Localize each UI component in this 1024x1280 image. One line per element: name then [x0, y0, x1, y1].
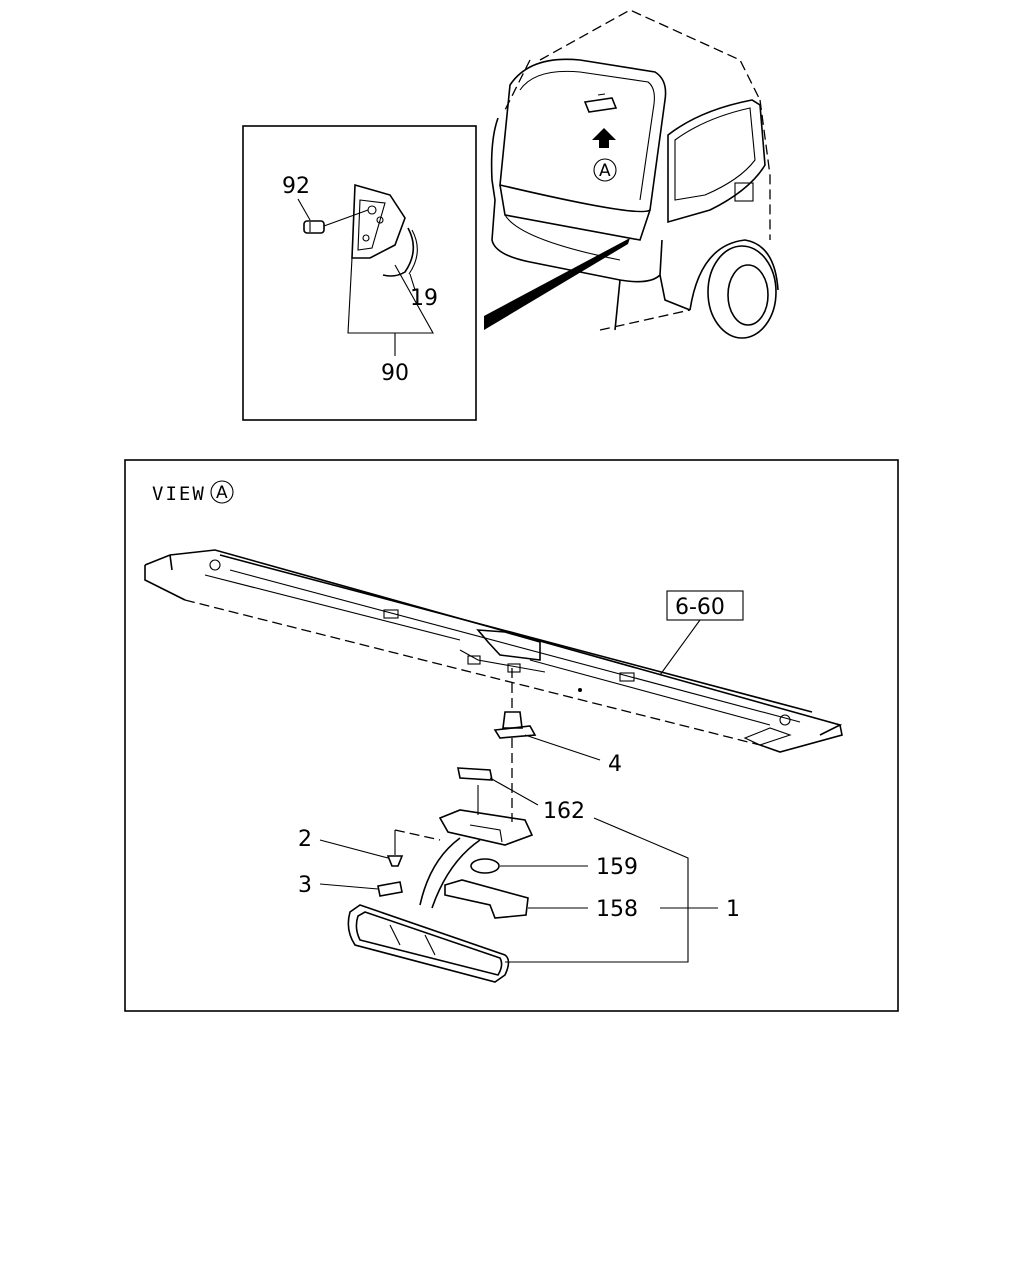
- inset-panel: 92 19 90: [242, 125, 477, 421]
- ref-box-label: 6-60: [675, 595, 725, 620]
- view-a-panel: VIEW A 6-60: [124, 459, 899, 1012]
- label-159: 159: [596, 855, 638, 880]
- label-162: 162: [543, 799, 585, 824]
- roof-rail: [144, 549, 843, 753]
- label-4: 4: [608, 752, 622, 777]
- view-label: VIEW: [152, 483, 206, 505]
- label-158: 158: [596, 897, 638, 922]
- label-90: 90: [381, 361, 409, 386]
- truck-cab-illustration: A: [484, 9, 779, 339]
- label-19: 19: [410, 286, 438, 311]
- view-circle-label: A: [216, 483, 228, 503]
- callout-a-label: A: [599, 161, 611, 181]
- label-1: 1: [726, 897, 740, 922]
- label-2: 2: [298, 827, 312, 852]
- label-3: 3: [298, 873, 312, 898]
- label-92: 92: [282, 174, 310, 199]
